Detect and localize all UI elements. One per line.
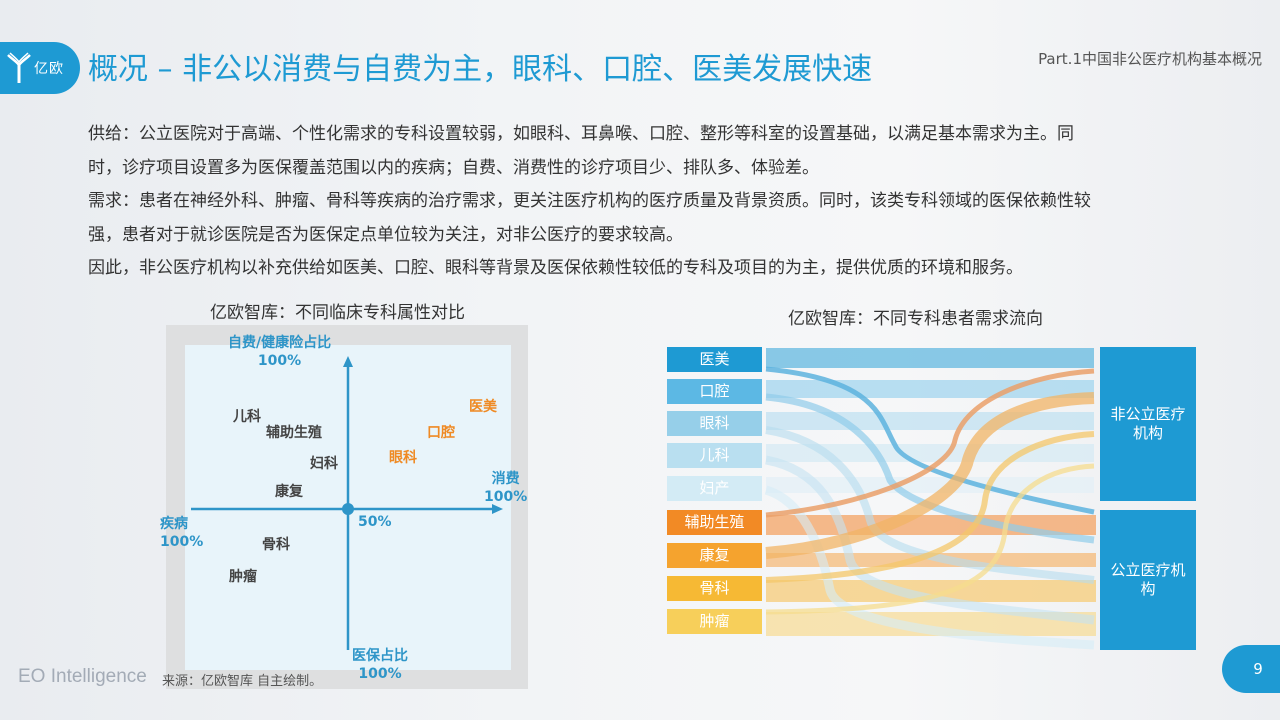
source-node-guke: 骨科: [667, 576, 762, 601]
body-line: 需求：患者在神经外科、肿瘤、骨科等疾病的治疗需求，更关注医疗机构的医疗质量及背景…: [88, 191, 1091, 211]
body-line: 供给：公立医院对于高端、个性化需求的专科设置较弱，如眼科、耳鼻喉、口腔、整形等科…: [88, 124, 1074, 144]
source-node-fuzhushengzhi: 辅助生殖: [667, 510, 762, 535]
point-label: 骨科: [262, 537, 290, 553]
source-node-fuchan: 妇产: [667, 476, 762, 501]
page-number: 9: [1222, 645, 1280, 693]
point-label: 医美: [469, 399, 497, 415]
logo-text: 亿欧: [34, 61, 64, 77]
footer-brand: EO Intelligence: [18, 666, 147, 687]
body-text: 供给：公立医院对于高端、个性化需求的专科设置较弱，如眼科、耳鼻喉、口腔、整形等科…: [88, 118, 1208, 286]
source-node-zhongliu: 肿瘤: [667, 609, 762, 634]
flow-chart-title: 亿欧智库：不同专科患者需求流向: [788, 309, 1043, 329]
page-title: 概况 – 非公以消费与自费为主，眼科、口腔、医美发展快速: [88, 52, 873, 87]
point-label: 口腔: [427, 425, 455, 441]
point-label: 康复: [275, 484, 303, 500]
target-node-public: 公立医疗机构: [1100, 510, 1196, 650]
point-label: 眼科: [389, 450, 417, 466]
body-line: 因此，非公医疗机构以补充供给如医美、口腔、眼科等背景及医保依赖性较低的专科及项目…: [88, 258, 1023, 278]
source-node-kangfu: 康复: [667, 543, 762, 568]
point-label: 妇科: [310, 456, 338, 472]
quadrant-chart-title: 亿欧智库：不同临床专科属性对比: [210, 303, 465, 323]
yiou-logo-icon: [7, 52, 31, 83]
body-line: 时，诊疗项目设置多为医保覆盖范围以内的疾病；自费、消费性的诊疗项目少、排队多、体…: [88, 157, 819, 178]
logo: 亿欧: [0, 42, 80, 94]
source-node-yanke: 眼科: [667, 411, 762, 436]
point-label: 肿瘤: [229, 569, 257, 585]
point-label: 儿科: [233, 409, 261, 425]
body-line: 强，患者对于就诊医院是否为医保定点单位较为关注，对非公医疗的要求较高。: [88, 224, 683, 245]
target-node-private: 非公立医疗机构: [1100, 347, 1196, 501]
source-node-kouqiang: 口腔: [667, 379, 762, 404]
point-label: 辅助生殖: [266, 425, 322, 441]
source-node-yimei: 医美: [667, 347, 762, 372]
source-note: 来源：亿欧智库 自主绘制。: [162, 674, 323, 689]
source-node-erke: 儿科: [667, 443, 762, 468]
section-label: Part.1中国非公医疗机构基本概况: [1038, 50, 1262, 68]
origin-label: 50%: [358, 514, 392, 530]
